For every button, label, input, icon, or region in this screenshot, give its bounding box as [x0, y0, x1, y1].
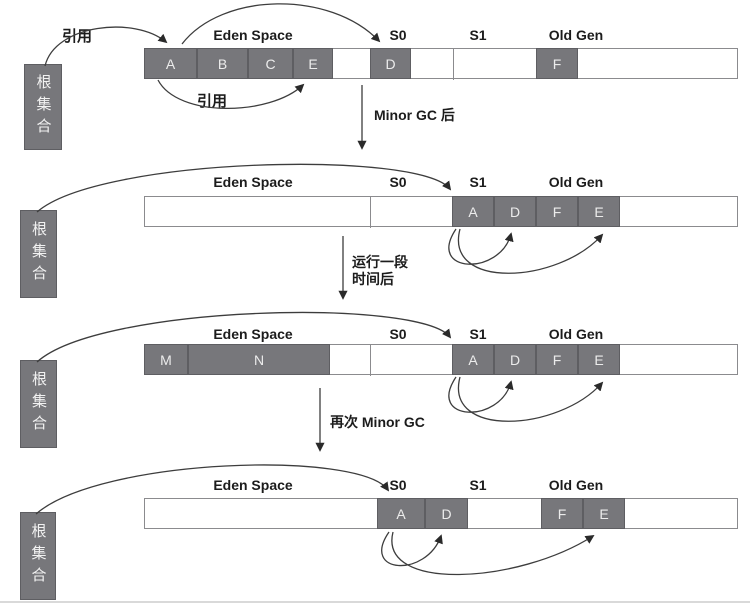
block-n-stage3: N: [188, 344, 330, 375]
old-gen-label-stage1: Old Gen: [548, 27, 604, 43]
s0-label-stage3: S0: [389, 326, 407, 342]
block-d-stage3: D: [494, 344, 536, 375]
root-set-box-stage2: 根集合: [20, 210, 57, 298]
after-running-label: 运行一段 时间后: [352, 254, 408, 288]
arrow-a-to-d-stage3: [448, 376, 514, 413]
root-set-label-stage1: 根集合: [34, 74, 52, 140]
old-gen-label-stage2: Old Gen: [548, 174, 604, 190]
after-running-label-line1: 运行一段: [352, 254, 408, 270]
block-a-stage3: A: [452, 344, 494, 375]
eden-space-label-stage1: Eden Space: [213, 27, 293, 43]
eden-space-label-stage4: Eden Space: [213, 477, 293, 493]
block-f-stage1: F: [536, 48, 578, 79]
block-f-stage2: F: [536, 196, 578, 227]
heap-strip-stage2: [144, 196, 738, 228]
block-e-stage3: E: [578, 344, 620, 375]
block-e-stage4: E: [583, 498, 625, 529]
block-d-stage4: D: [425, 498, 468, 529]
s0-label-stage1: S0: [389, 27, 407, 43]
root-set-box-stage1: 根集合: [24, 64, 62, 150]
s1-label-stage1: S1: [469, 27, 487, 43]
s1-label-stage4: S1: [469, 477, 487, 493]
eden-space-label-stage2: Eden Space: [213, 174, 293, 190]
block-f-stage4: F: [541, 498, 583, 529]
arrow-a-to-e-stage4: [391, 531, 595, 576]
arrow-a-to-e-stage2: [457, 228, 604, 274]
root-set-box-stage3: 根集合: [20, 360, 57, 448]
page-edge-line: [0, 601, 750, 603]
block-a-stage2: A: [452, 196, 494, 227]
block-a-stage4: A: [377, 498, 425, 529]
block-d-stage2: D: [494, 196, 536, 227]
eden-s0-divider-stage2: [369, 197, 371, 228]
block-e-stage2: E: [578, 196, 620, 227]
reference-label-bottom: 引用: [197, 93, 228, 110]
root-set-label-stage4: 根集合: [29, 523, 47, 589]
block-m-stage3: M: [144, 344, 188, 375]
block-e-stage1: E: [293, 48, 333, 79]
block-d-stage1: D: [370, 48, 411, 79]
arrow-a-to-d-stage2: [448, 228, 514, 265]
old-gen-label-stage3: Old Gen: [548, 326, 604, 342]
root-set-box-stage4: 根集合: [20, 512, 56, 600]
eden-space-label-stage3: Eden Space: [213, 326, 293, 342]
block-f-stage3: F: [536, 344, 578, 375]
reference-label-top: 引用: [62, 28, 93, 45]
second-minor-gc-label: 再次 Minor GC: [330, 414, 425, 430]
arrow-a-to-e-stage3: [457, 376, 604, 422]
arrow-a-to-d-stage4: [381, 531, 443, 567]
old-gen-label-stage4: Old Gen: [548, 477, 604, 493]
block-b-stage1: B: [197, 48, 248, 79]
s0-label-stage2: S0: [389, 174, 407, 190]
block-c-stage1: C: [248, 48, 293, 79]
s0-s1-divider-stage1: [452, 49, 454, 80]
arrow-a-to-e-stage1: [157, 79, 305, 110]
eden-s0-divider-stage3: [369, 345, 371, 376]
after-minor-gc-label: Minor GC 后: [374, 107, 455, 123]
root-set-label-stage3: 根集合: [30, 371, 47, 437]
s1-label-stage3: S1: [469, 326, 487, 342]
s1-label-stage2: S1: [469, 174, 487, 190]
root-set-label-stage2: 根集合: [30, 221, 47, 287]
s0-label-stage4: S0: [389, 477, 407, 493]
after-running-label-line2: 时间后: [352, 271, 394, 287]
block-a-stage1: A: [144, 48, 197, 79]
